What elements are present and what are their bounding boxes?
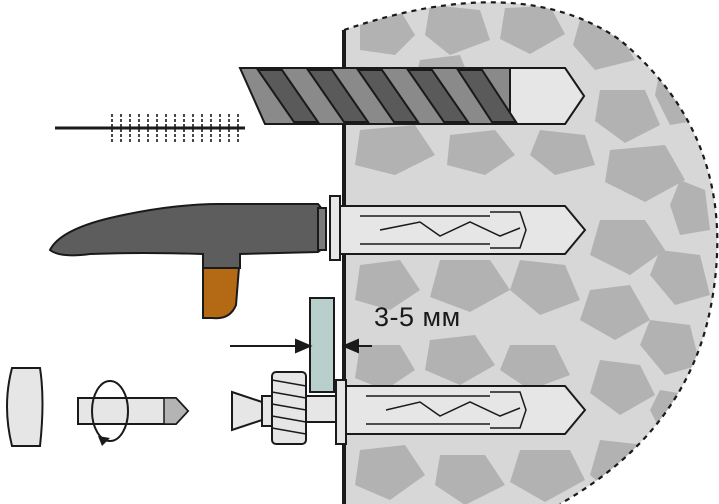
- cleaning-brush: [55, 114, 245, 144]
- masonry-wall: [342, 1, 719, 504]
- screwdriver-handle-icon: [6, 367, 44, 447]
- stone-pattern: [355, 5, 710, 504]
- mounted-plate: [309, 297, 335, 393]
- hammer-face: [317, 207, 327, 251]
- hammer: [48, 203, 327, 320]
- rotation-arrow-icon: [91, 380, 129, 446]
- hammer-head: [48, 203, 327, 269]
- plastic-dowel-upper: [329, 195, 587, 261]
- gap-dimension-label: 3-5 мм: [374, 302, 461, 332]
- drill-bit: [238, 67, 586, 125]
- plastic-dowel-lower: [305, 379, 587, 445]
- screwdriver-bit: [77, 397, 190, 425]
- gap-dimension: [230, 338, 372, 354]
- screw: [231, 371, 307, 445]
- wall-outline: [343, 1, 719, 504]
- hammer-handle: [202, 254, 242, 320]
